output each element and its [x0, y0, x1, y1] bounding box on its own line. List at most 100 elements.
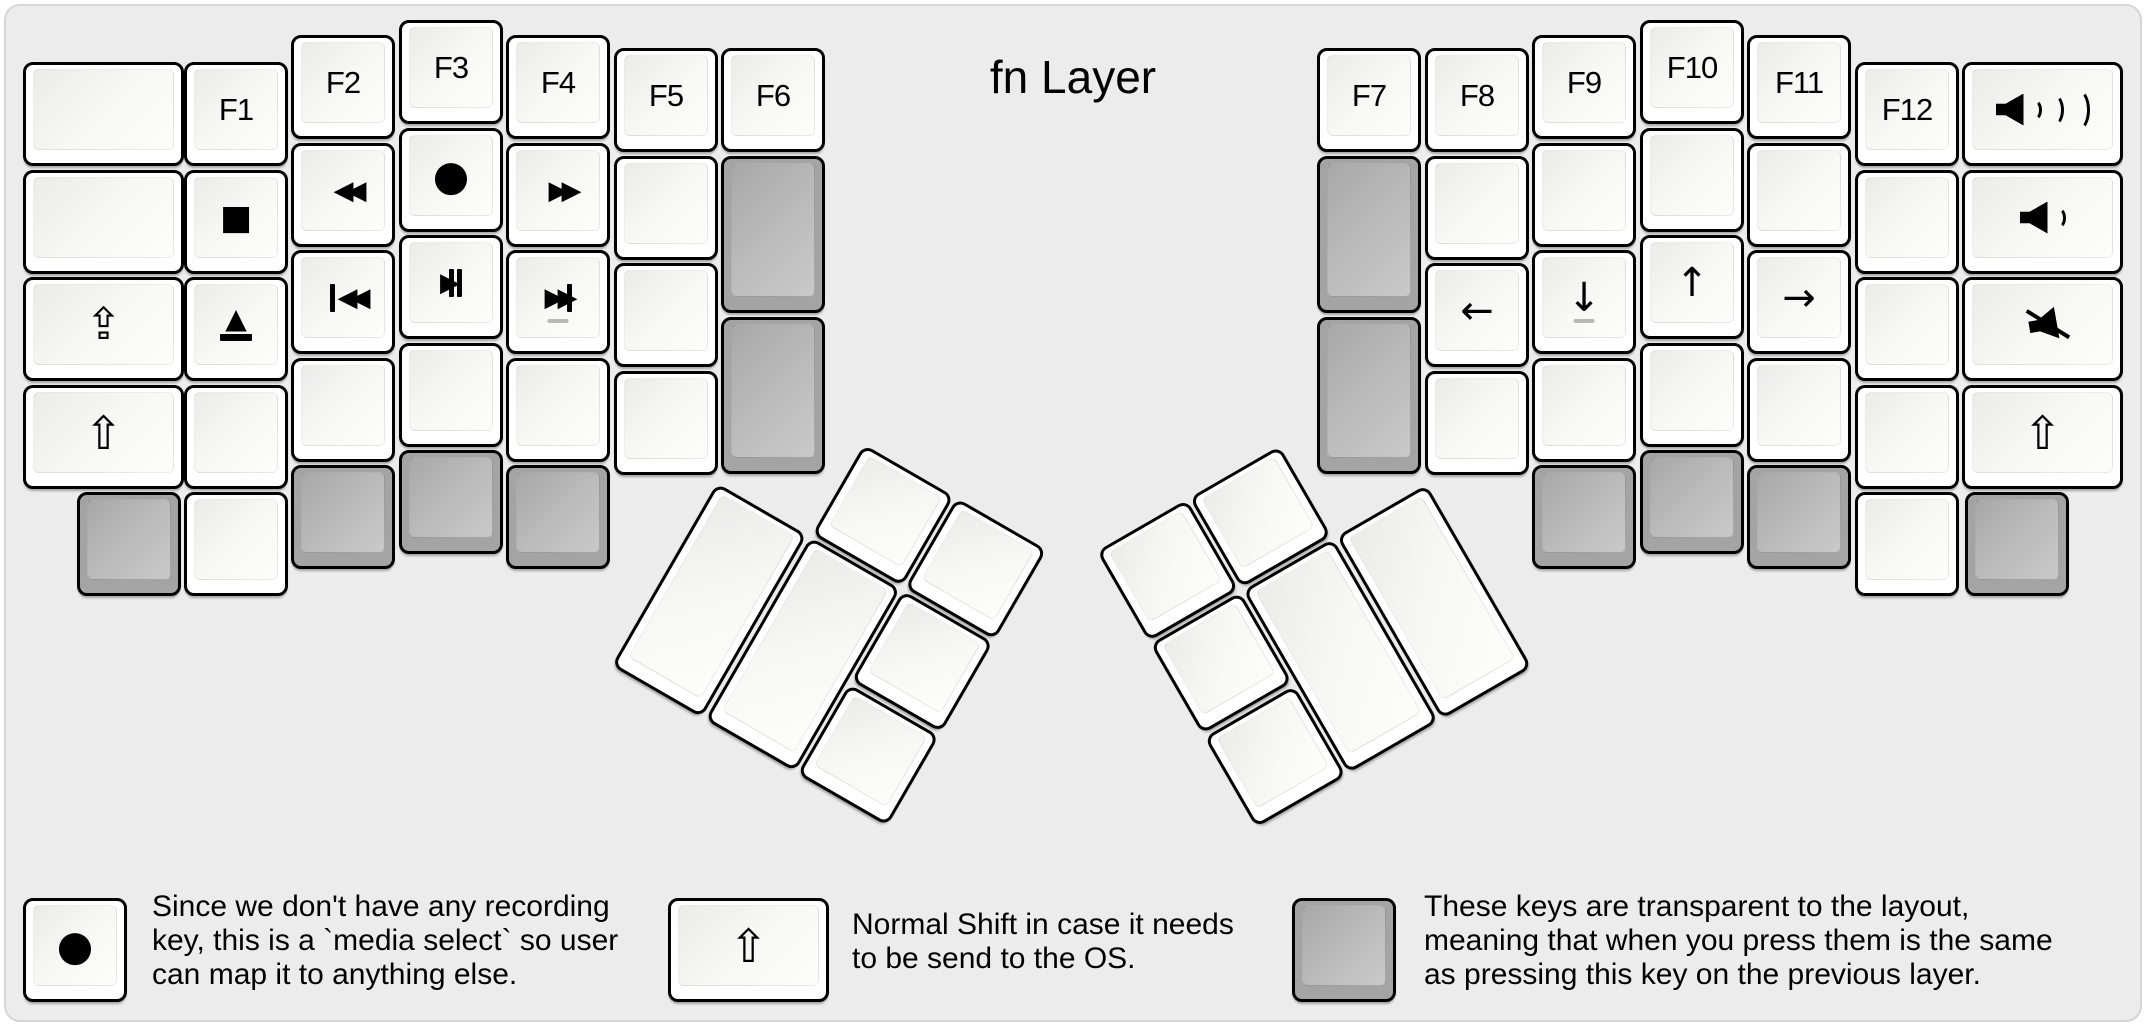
- keycap-top: [1435, 378, 1519, 459]
- key-shift[interactable]: ⇧: [23, 385, 184, 489]
- key-previous-track[interactable]: ◀◀: [291, 250, 395, 354]
- keycap-top: [33, 69, 174, 150]
- key-rewind[interactable]: ◀◀: [291, 143, 395, 247]
- keycap-top: [624, 270, 708, 351]
- pause-bar: [449, 268, 454, 297]
- key-transparent[interactable]: [1317, 317, 1421, 474]
- key-eject[interactable]: ▲: [184, 277, 288, 381]
- keycap-top: [1975, 499, 2059, 580]
- key-blank[interactable]: [23, 62, 184, 166]
- key-blank[interactable]: [399, 343, 503, 447]
- keycap-top: F11: [1757, 42, 1841, 123]
- key-volume-up[interactable]: [1962, 62, 2123, 166]
- key-fast-forward[interactable]: ▶▶: [506, 143, 610, 247]
- keycap-top: ⇧: [678, 905, 819, 986]
- key-blank[interactable]: [506, 358, 610, 462]
- key-transparent[interactable]: [506, 465, 610, 569]
- track-bar: [329, 283, 335, 312]
- key-f12[interactable]: F12: [1855, 62, 1959, 166]
- key-transparent[interactable]: [1317, 156, 1421, 313]
- key-arrow-down[interactable]: ↓: [1532, 250, 1636, 354]
- key-blank[interactable]: [1747, 358, 1851, 462]
- keycap-top: F12: [1865, 69, 1949, 150]
- keycap-top: [194, 499, 278, 580]
- page-title: fn Layer: [989, 51, 1157, 103]
- key-caps-lock[interactable]: ⇪: [23, 277, 184, 381]
- key-blank[interactable]: [23, 170, 184, 274]
- key-f5[interactable]: F5: [614, 48, 718, 152]
- key-blank[interactable]: [1855, 385, 1959, 489]
- key-transparent[interactable]: [1640, 450, 1744, 554]
- keycap-top: [1650, 135, 1734, 216]
- key-f2[interactable]: F2: [291, 35, 395, 139]
- key-blank[interactable]: [1532, 143, 1636, 247]
- arrow-up-icon: ↑: [1675, 259, 1709, 306]
- keycap-top: F9: [1542, 42, 1626, 123]
- arrow-left-icon: ←: [1460, 287, 1494, 334]
- key-arrow-right[interactable]: →: [1747, 250, 1851, 354]
- key-f4[interactable]: F4: [506, 35, 610, 139]
- key-label: F11: [1774, 64, 1824, 100]
- keycap-top: F8: [1435, 55, 1519, 136]
- key-blank[interactable]: [614, 156, 718, 260]
- key-transparent[interactable]: [1747, 465, 1851, 569]
- key-transparent[interactable]: [291, 465, 395, 569]
- key-f10[interactable]: F10: [1640, 20, 1744, 124]
- key-mute[interactable]: [1962, 277, 2123, 381]
- key-transparent[interactable]: [1532, 465, 1636, 569]
- keycap-top: [87, 499, 171, 580]
- keycap-top: [194, 392, 278, 473]
- key-stop[interactable]: ■: [184, 170, 288, 274]
- key-arrow-left[interactable]: ←: [1425, 263, 1529, 367]
- key-blank[interactable]: [1532, 358, 1636, 462]
- key-blank[interactable]: [184, 385, 288, 489]
- key-transparent[interactable]: [77, 492, 181, 596]
- keycap-top: [1542, 472, 1626, 553]
- key-f1[interactable]: F1: [184, 62, 288, 166]
- key-shift[interactable]: ⇧: [1962, 385, 2123, 489]
- key-blank[interactable]: [1425, 371, 1529, 475]
- track-bar: [566, 283, 572, 312]
- key-blank[interactable]: [614, 263, 718, 367]
- legend-line: These keys are transparent to the layout…: [1424, 890, 1970, 923]
- key-volume-down[interactable]: [1962, 170, 2123, 274]
- key-blank[interactable]: [1855, 170, 1959, 274]
- key-record[interactable]: ●: [399, 128, 503, 232]
- key-play-pause[interactable]: ▶: [399, 235, 503, 339]
- key-blank[interactable]: [1855, 492, 1959, 596]
- key-blank[interactable]: [1855, 277, 1959, 381]
- homing-dash: [1573, 319, 1595, 323]
- key-arrow-up[interactable]: ↑: [1640, 235, 1744, 339]
- key-transparent[interactable]: [721, 156, 825, 313]
- key-transparent[interactable]: [721, 317, 825, 474]
- keycap-top: [624, 163, 708, 244]
- shift-icon: ⇧: [84, 405, 123, 460]
- key-label: F5: [648, 77, 684, 113]
- legend-line: as pressing this key on the previous lay…: [1424, 958, 1981, 991]
- key-blank[interactable]: [291, 358, 395, 462]
- keycap-top: [731, 324, 815, 458]
- key-label: F1: [218, 91, 254, 127]
- key-blank[interactable]: [1747, 143, 1851, 247]
- keycap-top: [1865, 499, 1949, 580]
- key-f3[interactable]: F3: [399, 20, 503, 124]
- key-blank[interactable]: [1640, 128, 1744, 232]
- keycap-top: ←: [1435, 270, 1519, 351]
- next-track-icon: ▶▶: [545, 283, 578, 312]
- eject-triangle: ▲: [225, 302, 247, 336]
- key-f9[interactable]: F9: [1532, 35, 1636, 139]
- key-f8[interactable]: F8: [1425, 48, 1529, 152]
- key-f7[interactable]: F7: [1317, 48, 1421, 152]
- key-blank[interactable]: [1425, 156, 1529, 260]
- key-transparent[interactable]: [399, 450, 503, 554]
- key-blank[interactable]: [184, 492, 288, 596]
- stop-icon: ■: [219, 197, 253, 238]
- key-f6[interactable]: F6: [721, 48, 825, 152]
- key-blank[interactable]: [1640, 343, 1744, 447]
- key-next-track[interactable]: ▶▶: [506, 250, 610, 354]
- keycap-top: [1542, 365, 1626, 446]
- key-f11[interactable]: F11: [1747, 35, 1851, 139]
- key-transparent[interactable]: [1965, 492, 2069, 596]
- key-blank[interactable]: [614, 371, 718, 475]
- speaker-shape: [1995, 93, 2024, 126]
